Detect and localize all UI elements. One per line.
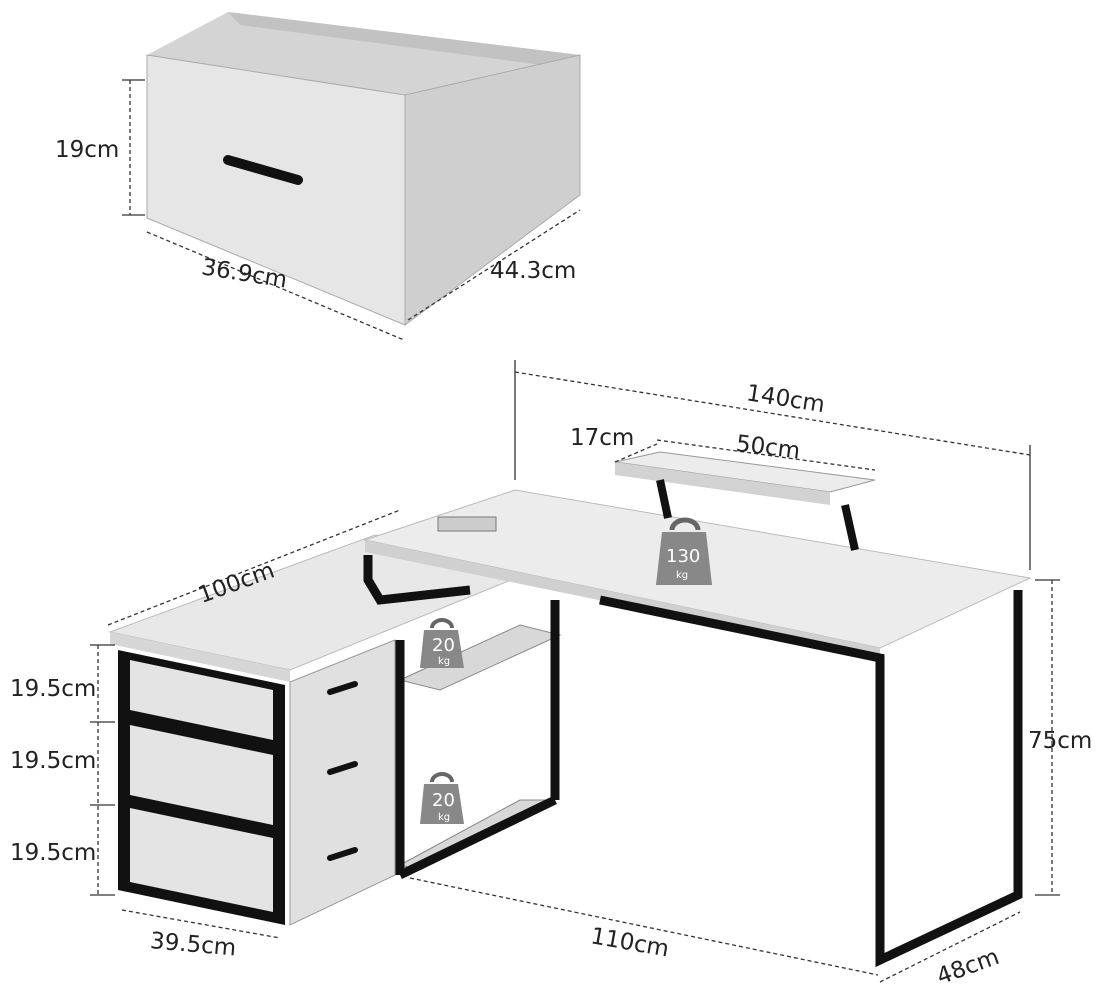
drawer-3-height-label: 19.5cm	[10, 840, 96, 866]
drawer-1-height-label: 19.5cm	[10, 676, 96, 702]
svg-text:20: 20	[432, 635, 455, 656]
power-outlet	[437, 516, 497, 532]
drawer-depth-label: 44.3cm	[490, 258, 576, 284]
svg-text:kg: kg	[438, 656, 450, 667]
desk-height-label: 75cm	[1028, 728, 1092, 754]
desk-illustration	[108, 451, 1032, 968]
svg-text:kg: kg	[438, 812, 450, 823]
desk-total-length-label: 140cm	[745, 380, 827, 418]
drawer-height-label: 19cm	[55, 137, 119, 163]
cabinet-depth-label: 39.5cm	[149, 928, 237, 961]
svg-text:20: 20	[432, 790, 455, 811]
monitor-stand-width-label: 50cm	[735, 431, 802, 465]
drawer-illustration	[146, 12, 581, 326]
svg-text:130: 130	[666, 546, 700, 567]
drawer-handle	[223, 155, 303, 185]
weight-icon-130kg: 130 kg	[656, 517, 712, 585]
svg-text:kg: kg	[676, 570, 688, 581]
monitor-stand-depth-label: 17cm	[570, 425, 634, 451]
weight-icon-20kg-lower: 20 kg	[420, 772, 464, 824]
drawer-2-height-label: 19.5cm	[10, 748, 96, 774]
weight-icon-20kg-upper: 20 kg	[420, 618, 464, 668]
